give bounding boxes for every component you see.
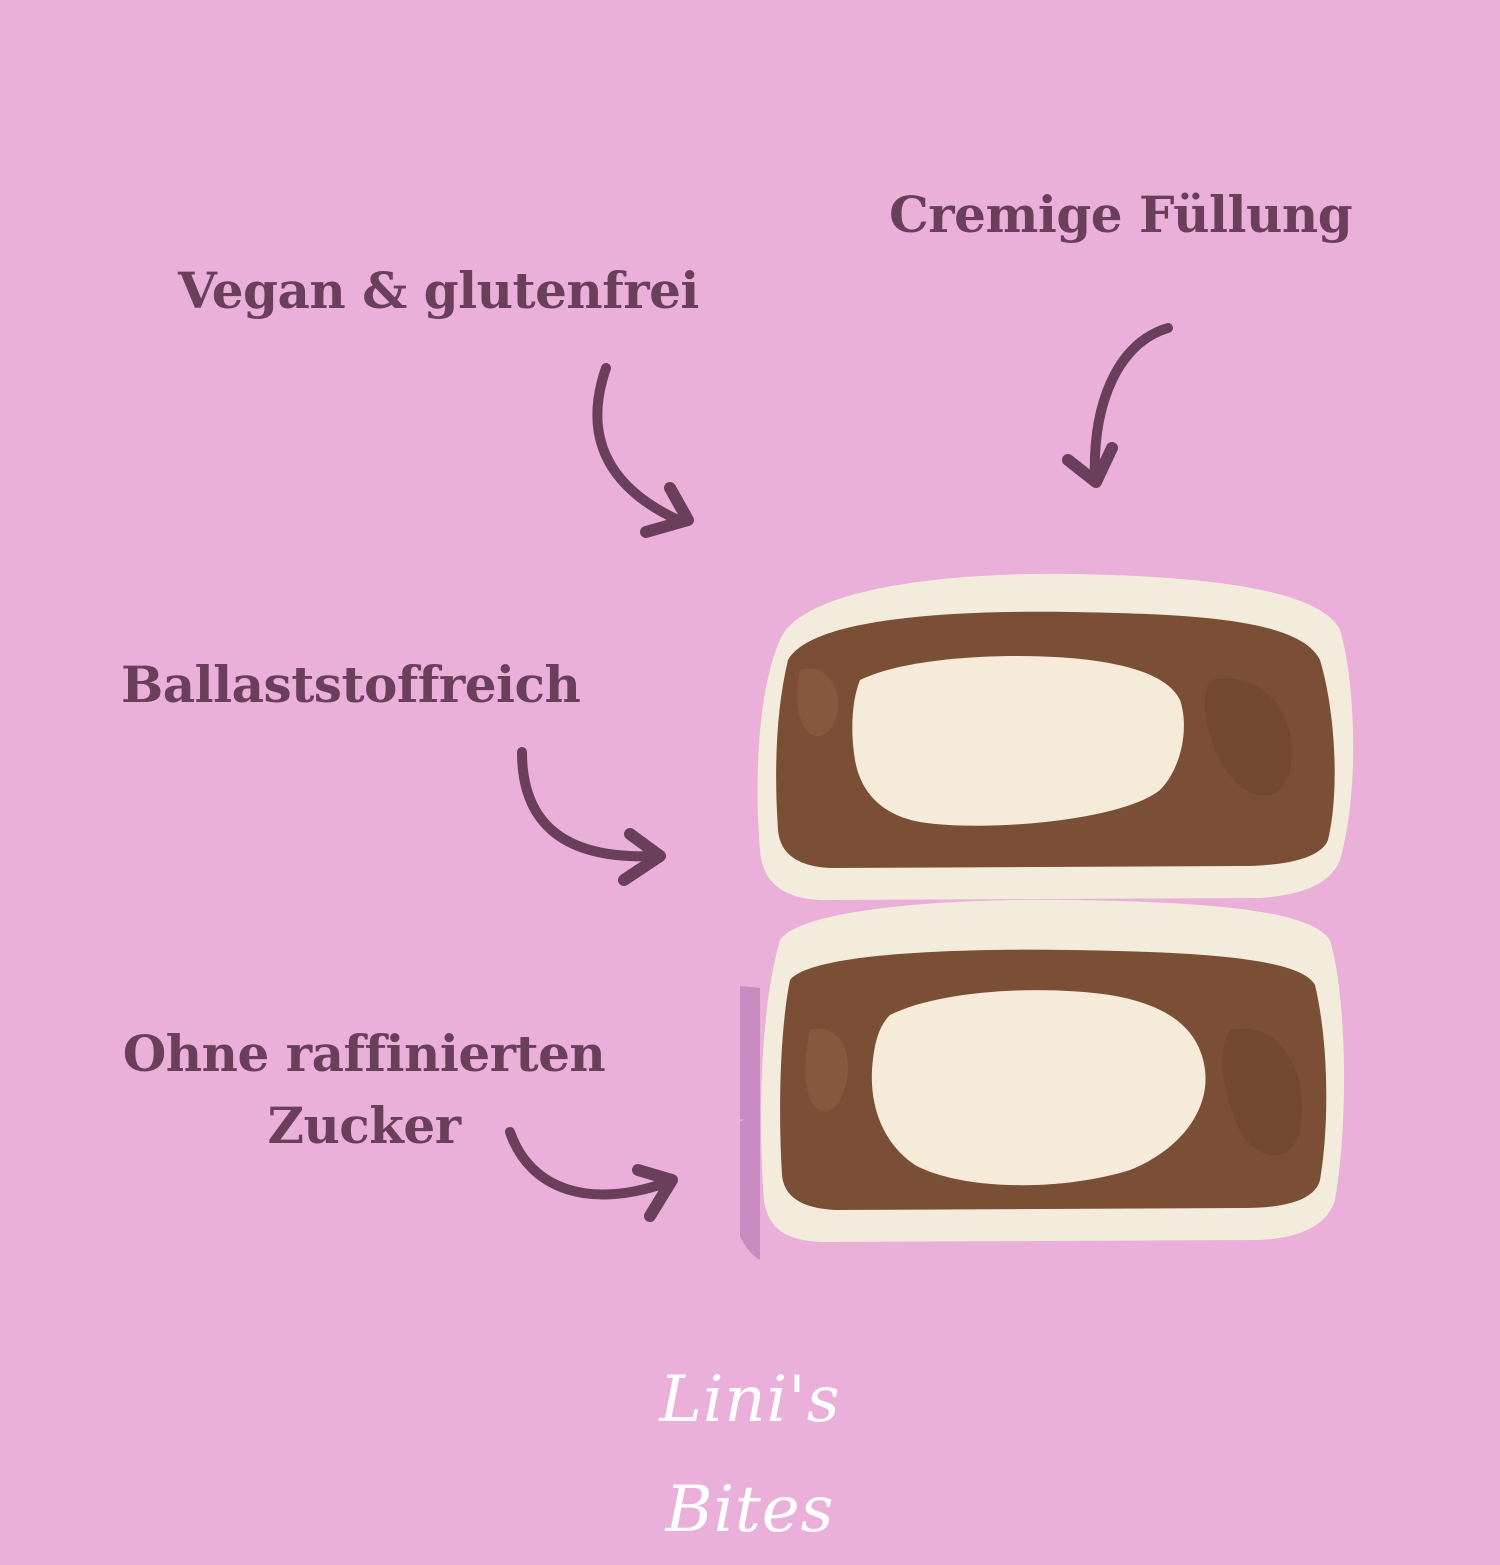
curved-arrow-right-icon	[505, 1127, 678, 1222]
top-bite	[757, 573, 1354, 900]
feature-label-line-2: Zucker	[267, 1096, 461, 1155]
curved-arrow-down-right-icon	[592, 363, 694, 538]
feature-label-line-1: Ohne raffinierten	[122, 1024, 606, 1083]
feature-label-no-refined-sugar: Ohne raffinierten Zucker	[108, 1018, 620, 1162]
curved-arrow-right-icon	[517, 747, 666, 886]
feature-label-vegan-glutenfree: Vegan & glutenfrei	[178, 261, 699, 320]
product-shadow	[740, 986, 760, 1120]
brand-logo: Lini's Bites	[659, 1363, 841, 1547]
feature-label-creamy-filling: Cremige Füllung	[889, 185, 1353, 244]
feature-label-high-fiber: Ballaststoffreich	[121, 655, 581, 714]
product-image	[740, 573, 1354, 1260]
curved-arrow-down-icon	[1062, 323, 1173, 488]
bottom-bite	[761, 899, 1345, 1242]
